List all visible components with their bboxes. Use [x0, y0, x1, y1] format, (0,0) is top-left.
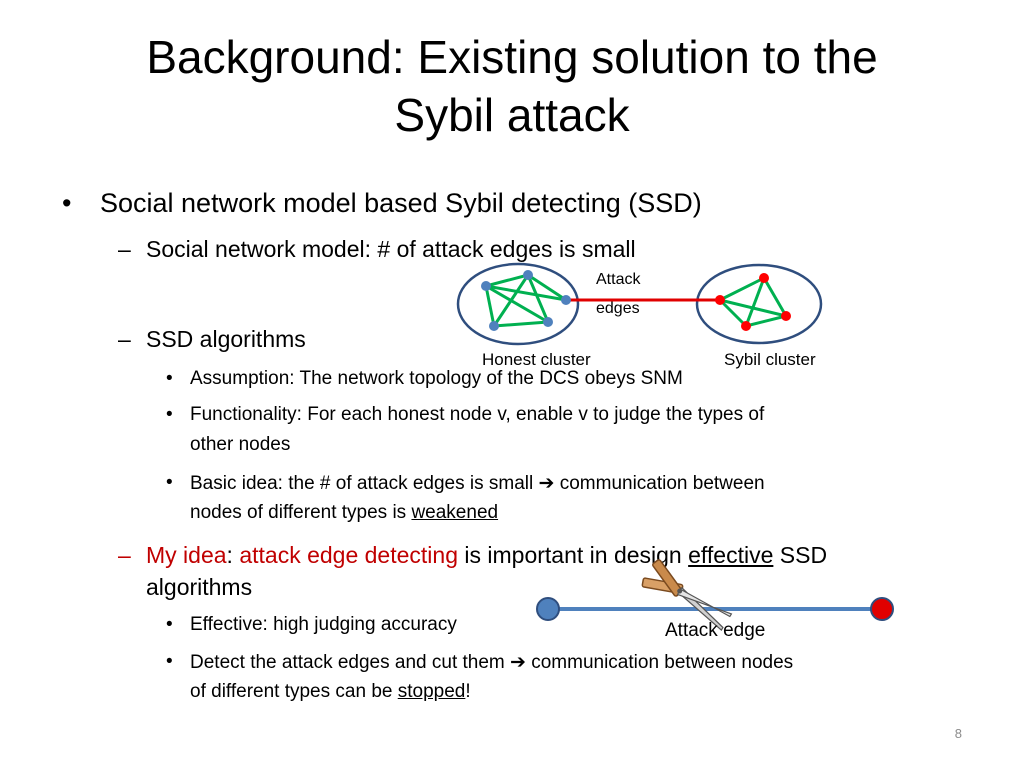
- honest-edge: [484, 284, 568, 302]
- colon: :: [226, 542, 240, 568]
- honest-edge: [492, 320, 550, 328]
- slide-title-line-2: Sybil attack: [394, 89, 630, 141]
- honest-node: [489, 321, 499, 331]
- basic-idea-text: Basic idea: the # of attack edges is sma…: [190, 473, 539, 494]
- effective-underlined: effective: [688, 542, 774, 568]
- honest-edge: [526, 273, 550, 324]
- bullet-social-model: Social network model: # of attack edges …: [146, 236, 636, 262]
- honest-endpoint-node: [536, 597, 560, 621]
- right-arrow-icon: ➔: [538, 473, 555, 494]
- attack-edge-detecting-label: attack edge detecting: [239, 542, 458, 568]
- dash-marker-red: –: [118, 542, 131, 568]
- detect-text-end: communication between nodes: [525, 652, 794, 673]
- sybil-edge: [744, 276, 766, 328]
- cut-edge-diagram: [536, 559, 894, 631]
- bullet-functionality-line-1: Functionality: For each honest node v, e…: [190, 404, 765, 425]
- my-idea-label: My idea: [146, 542, 227, 568]
- scissors-icon: [641, 559, 733, 631]
- sybil-edge: [762, 276, 788, 318]
- sybil-edge: [744, 314, 788, 328]
- bullet-marker: •: [166, 614, 173, 635]
- honest-edges: [484, 273, 568, 328]
- bullet-my-idea-line-1: My idea: attack edge detecting is import…: [146, 542, 827, 569]
- honest-cluster-label: Honest cluster: [482, 350, 591, 369]
- dash-marker: –: [118, 236, 131, 262]
- bullet-marker: •: [62, 188, 72, 218]
- slide-number: 8: [954, 726, 962, 741]
- bullet-detect-line-1: Detect the attack edges and cut them ➔ c…: [190, 651, 793, 674]
- sybil-node: [715, 295, 725, 305]
- bullet-marker: •: [166, 472, 173, 493]
- honest-edge: [484, 284, 550, 324]
- honest-edge: [526, 273, 568, 302]
- attack-edges-label-line-2: edges: [596, 300, 640, 317]
- sybil-edge: [718, 276, 766, 302]
- honest-edge: [484, 284, 496, 328]
- detect-text: Detect the attack edges and cut them: [190, 652, 511, 673]
- bullet-my-idea-line-2: algorithms: [146, 574, 253, 600]
- sybil-nodes: [715, 273, 791, 331]
- detect-text-2: of different types can be: [190, 681, 398, 702]
- bullet-marker: •: [166, 404, 173, 425]
- bullet-ssd-algorithms: SSD algorithms: [146, 326, 306, 352]
- bullet-ssd: Social network model based Sybil detecti…: [100, 188, 702, 218]
- honest-nodes: [481, 270, 571, 331]
- basic-idea-text-2: nodes of different types is: [190, 502, 412, 523]
- my-idea-text: is important in design: [458, 542, 689, 568]
- honest-edge: [484, 273, 530, 288]
- bullet-basic-idea-line-1: Basic idea: the # of attack edges is sma…: [190, 472, 765, 495]
- honest-node: [561, 295, 571, 305]
- exclamation: !: [465, 681, 471, 702]
- sybil-node: [781, 311, 791, 321]
- stopped-underlined: stopped: [397, 681, 466, 702]
- sybil-cluster-label: Sybil cluster: [724, 350, 816, 369]
- sybil-node: [759, 273, 769, 283]
- bullet-detect-line-2: of different types can be stopped!: [190, 681, 471, 703]
- dash-marker: –: [118, 326, 131, 352]
- slide-title-line-1: Background: Existing solution to the: [146, 31, 878, 83]
- sybil-edge: [718, 298, 748, 328]
- honest-node: [481, 281, 491, 291]
- bullet-effective: Effective: high judging accuracy: [190, 614, 457, 635]
- honest-node: [543, 317, 553, 327]
- sybil-endpoint-node: [870, 597, 894, 621]
- sybil-node: [741, 321, 751, 331]
- bullet-basic-idea-line-2: nodes of different types is weakened: [190, 502, 498, 524]
- bullet-marker: •: [166, 368, 173, 389]
- bullet-marker: •: [166, 651, 173, 672]
- basic-idea-text-end: communication between: [554, 473, 765, 494]
- slide-title: Background: Existing solution to the Syb…: [60, 28, 964, 144]
- attack-edges-label-line-1: Attack: [596, 271, 641, 288]
- attack-edge-label: Attack edge: [665, 620, 766, 641]
- weakened-underlined: weakened: [411, 502, 499, 523]
- bullet-assumption: Assumption: The network topology of the …: [190, 368, 683, 389]
- honest-node: [523, 270, 533, 280]
- sybil-cluster-ellipse: [695, 263, 823, 345]
- cluster-diagram: [456, 262, 823, 346]
- bullet-functionality-line-2: other nodes: [190, 434, 291, 455]
- honest-edge: [492, 273, 530, 328]
- my-idea-text-end: SSD: [773, 542, 828, 568]
- sybil-edges: [718, 276, 788, 328]
- right-arrow-icon: ➔: [510, 652, 526, 673]
